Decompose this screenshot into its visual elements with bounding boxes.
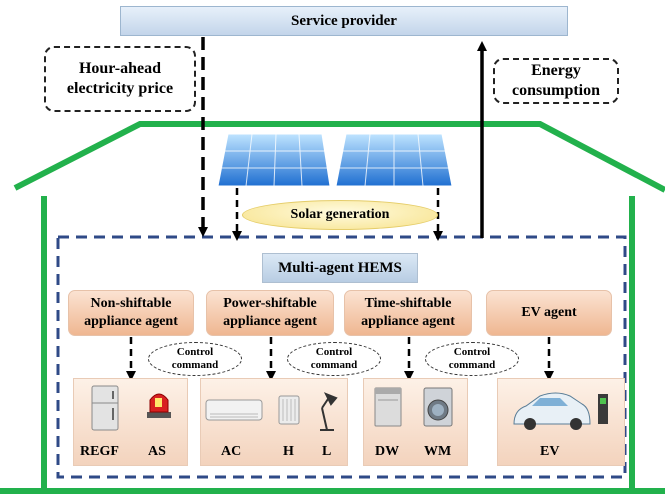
control-command-3-line1: Control [453,346,491,358]
control-command-2: Control command [287,342,381,376]
service-provider-box: Service provider [120,6,568,36]
washing-machine-icon [423,387,453,427]
non-shiftable-line2: appliance agent [84,314,178,329]
time-shiftable-line1: Time-shiftable [364,296,452,311]
time-shiftable-agent: Time-shiftable appliance agent [344,290,472,336]
alarm-siren-icon [147,393,171,418]
solar-panel-icon [217,133,453,187]
air-conditioner-icon [205,399,263,421]
refrigerator-label: REGF [80,444,119,459]
control-command-1-line1: Control [176,346,214,358]
non-shiftable-agent: Non-shiftable appliance agent [68,290,194,336]
lamp-icon [320,392,338,431]
lamp-label: L [322,444,332,459]
dishwasher-label: DW [375,444,400,459]
non-shiftable-line1: Non-shiftable [90,296,172,311]
hems-region [56,235,627,479]
power-shiftable-line2: appliance agent [223,314,317,329]
alarm-label: AS [148,444,166,459]
power-shiftable-line1: Power-shiftable [223,296,317,311]
energy-line2: consumption [511,82,601,99]
control-command-3: Control command [425,342,519,376]
solar-generation-label: Solar generation [242,200,438,230]
house-outline [0,121,665,494]
hour-ahead-line1: Hour-ahead [78,60,162,77]
air-conditioner-label: AC [221,444,242,459]
electric-vehicle-icon [513,392,608,430]
time-shiftable-line2: appliance agent [361,314,455,329]
control-command-2-line2: command [310,359,358,371]
dishwasher-icon [374,387,402,427]
arrows [126,37,554,381]
ev-agent: EV agent [486,290,612,336]
hour-ahead-line2: electricity price [66,80,174,97]
power-shiftable-appliances [200,378,348,466]
control-command-2-line1: Control [315,346,353,358]
control-command-1-line2: command [171,359,219,371]
hems-title: Multi-agent HEMS [262,253,418,283]
energy-consumption-label: Energy consumption [493,58,619,104]
heater-icon [278,395,300,425]
refrigerator-icon [91,385,119,431]
control-command-3-line2: command [448,359,496,371]
energy-line1: Energy [531,62,581,79]
ev-label: EV [540,444,560,459]
heater-label: H [283,444,294,459]
hour-ahead-price-label: Hour-ahead electricity price [44,46,196,112]
power-shiftable-agent: Power-shiftable appliance agent [206,290,334,336]
washing-machine-label: WM [424,444,452,459]
control-command-1: Control command [148,342,242,376]
